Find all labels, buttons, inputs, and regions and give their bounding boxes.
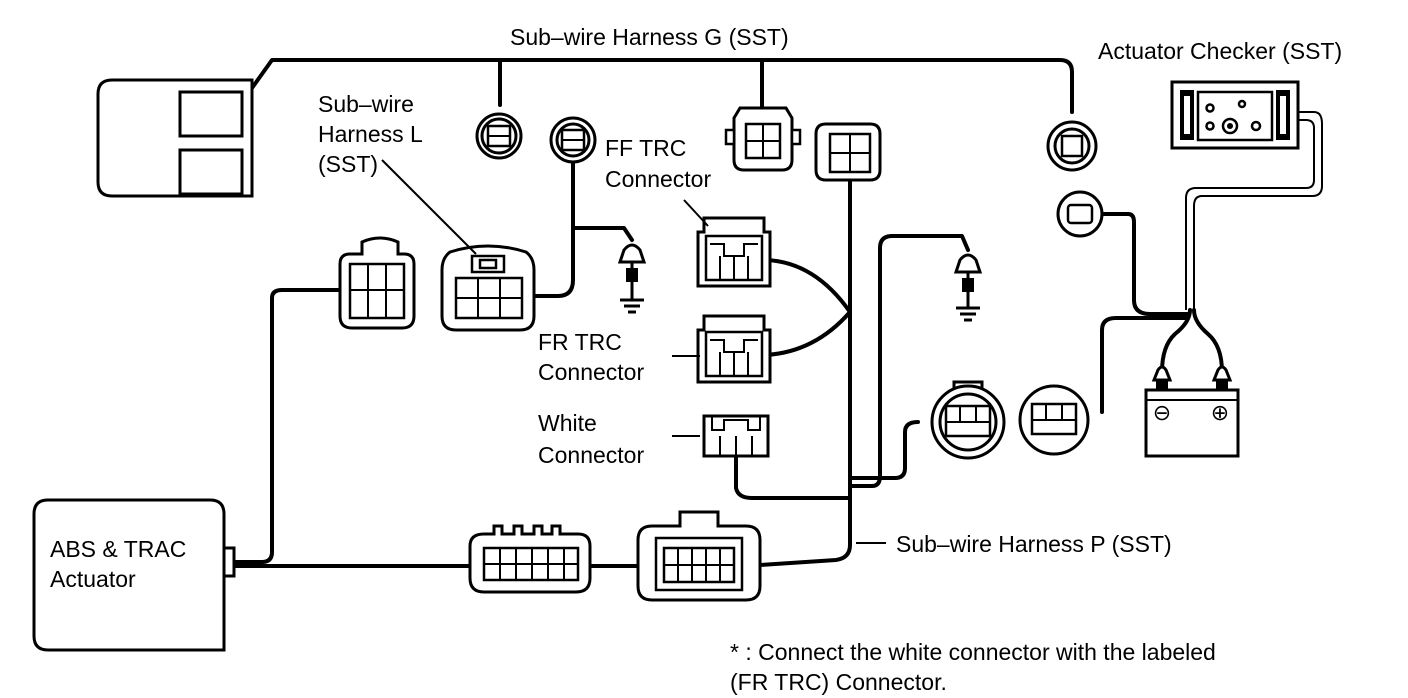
harness-l-label-line1: Sub–wire bbox=[318, 91, 414, 117]
small-round-connector bbox=[1056, 190, 1104, 238]
note-line2: (FR TRC) Connector. bbox=[730, 669, 947, 695]
note-line1: * : Connect the white connector with the… bbox=[730, 639, 1216, 665]
harness-l-label-line3: (SST) bbox=[318, 151, 378, 177]
battery-negative-icon: ⊖ bbox=[1153, 400, 1171, 425]
checker-cable bbox=[1185, 111, 1323, 310]
battery bbox=[1144, 365, 1240, 458]
white-connector-label-line2: Connector bbox=[538, 442, 644, 468]
leader-lines bbox=[381, 159, 886, 544]
actuator-checker-label: Actuator Checker (SST) bbox=[1098, 38, 1342, 64]
ff-trc-label-line1: FF TRC bbox=[605, 135, 686, 161]
harness-g-connector-2 bbox=[724, 106, 802, 172]
battery-side-round-connector bbox=[1018, 384, 1090, 456]
fr-trc-label-line2: Connector bbox=[538, 359, 644, 385]
harness-l-label-line2: Harness L bbox=[318, 121, 423, 147]
harness-g-connector-3 bbox=[1046, 120, 1098, 172]
battery-positive-icon: ⊕ bbox=[1211, 400, 1229, 425]
harness-p-main-connector bbox=[636, 510, 762, 602]
white-connector-shape bbox=[702, 414, 770, 458]
center-connector bbox=[814, 122, 882, 182]
fr-trc-connector bbox=[696, 314, 772, 384]
actuator-cable-connector bbox=[468, 524, 592, 594]
ff-trc-label-line2: Connector bbox=[605, 166, 711, 192]
actuator-label-line2: Actuator bbox=[50, 566, 136, 592]
harness-p-round-connector bbox=[930, 380, 1006, 460]
wires bbox=[228, 58, 1224, 568]
harness-l-main-connector bbox=[440, 244, 536, 332]
harness-p-label: Sub–wire Harness P (SST) bbox=[896, 531, 1172, 557]
junction-box bbox=[96, 78, 254, 198]
harness-g-label: Sub–wire Harness G (SST) bbox=[510, 24, 789, 50]
actuator-checker-device bbox=[1170, 80, 1300, 150]
harness-g-connector-1 bbox=[475, 112, 523, 160]
ground-symbol-right bbox=[953, 253, 983, 322]
ground-symbol-left bbox=[617, 243, 647, 314]
ff-trc-connector bbox=[696, 216, 772, 288]
harness-l-top-connector bbox=[549, 116, 597, 164]
abs-trac-actuator-box bbox=[32, 498, 236, 652]
white-connector-label-line1: White bbox=[538, 410, 597, 436]
actuator-label-line1: ABS & TRAC bbox=[50, 536, 186, 562]
fr-trc-label-line1: FR TRC bbox=[538, 329, 622, 355]
actuator-side-connector bbox=[338, 236, 416, 330]
